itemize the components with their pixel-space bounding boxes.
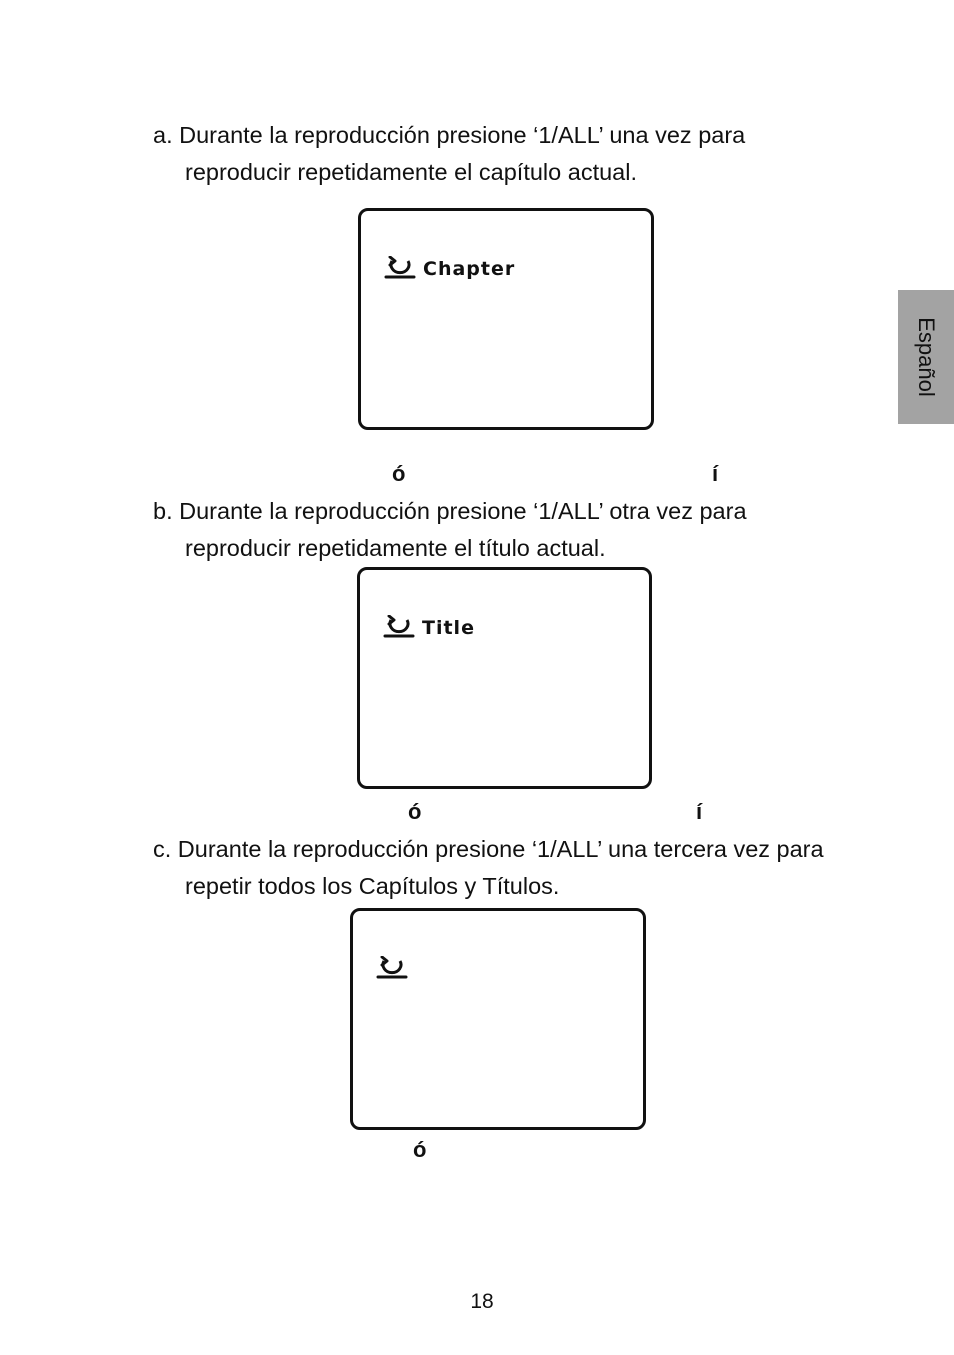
step-c-fragment-1: ó <box>413 1137 427 1162</box>
step-b-fragment-2: í <box>696 799 703 824</box>
step-b-fragment-1: ó <box>408 799 422 824</box>
page-number: 18 <box>470 1290 494 1313</box>
step-b-text: b. Durante la reproducción presione ‘1/A… <box>153 493 747 567</box>
step-c-text: c. Durante la reproducción presione ‘1/A… <box>153 831 824 905</box>
step-b-line-1: b. Durante la reproducción presione ‘1/A… <box>153 498 747 524</box>
osd-chapter-label: Chapter <box>423 258 516 280</box>
step-c-line-2: repetir todos los Capítulos y Títulos. <box>185 873 560 899</box>
osd-screen-title: Title <box>357 567 652 789</box>
step-a-text: a. Durante la reproducción presione ‘1/A… <box>153 117 745 191</box>
osd-title-label: Title <box>422 617 475 639</box>
osd-screen-all <box>350 908 646 1130</box>
language-tab: Español <box>898 290 954 424</box>
osd-screen-chapter: Chapter <box>358 208 654 430</box>
repeat-icon <box>383 256 417 282</box>
osd-chapter-indicator: Chapter <box>383 256 515 282</box>
step-b-line-2: reproducir repetidamente el título actua… <box>185 535 606 561</box>
step-c-line-1: c. Durante la reproducción presione ‘1/A… <box>153 836 824 862</box>
repeat-icon <box>375 956 409 982</box>
language-tab-label: Español <box>914 317 939 397</box>
step-a-line-2: reproducir repetidamente el capítulo act… <box>185 159 637 185</box>
repeat-icon <box>382 615 416 641</box>
step-a-fragment-2: í <box>712 461 719 486</box>
osd-all-indicator <box>375 956 415 982</box>
step-a-line-1: a. Durante la reproducción presione ‘1/A… <box>153 122 746 148</box>
osd-title-indicator: Title <box>382 615 475 641</box>
step-a-fragment-1: ó <box>392 461 406 486</box>
